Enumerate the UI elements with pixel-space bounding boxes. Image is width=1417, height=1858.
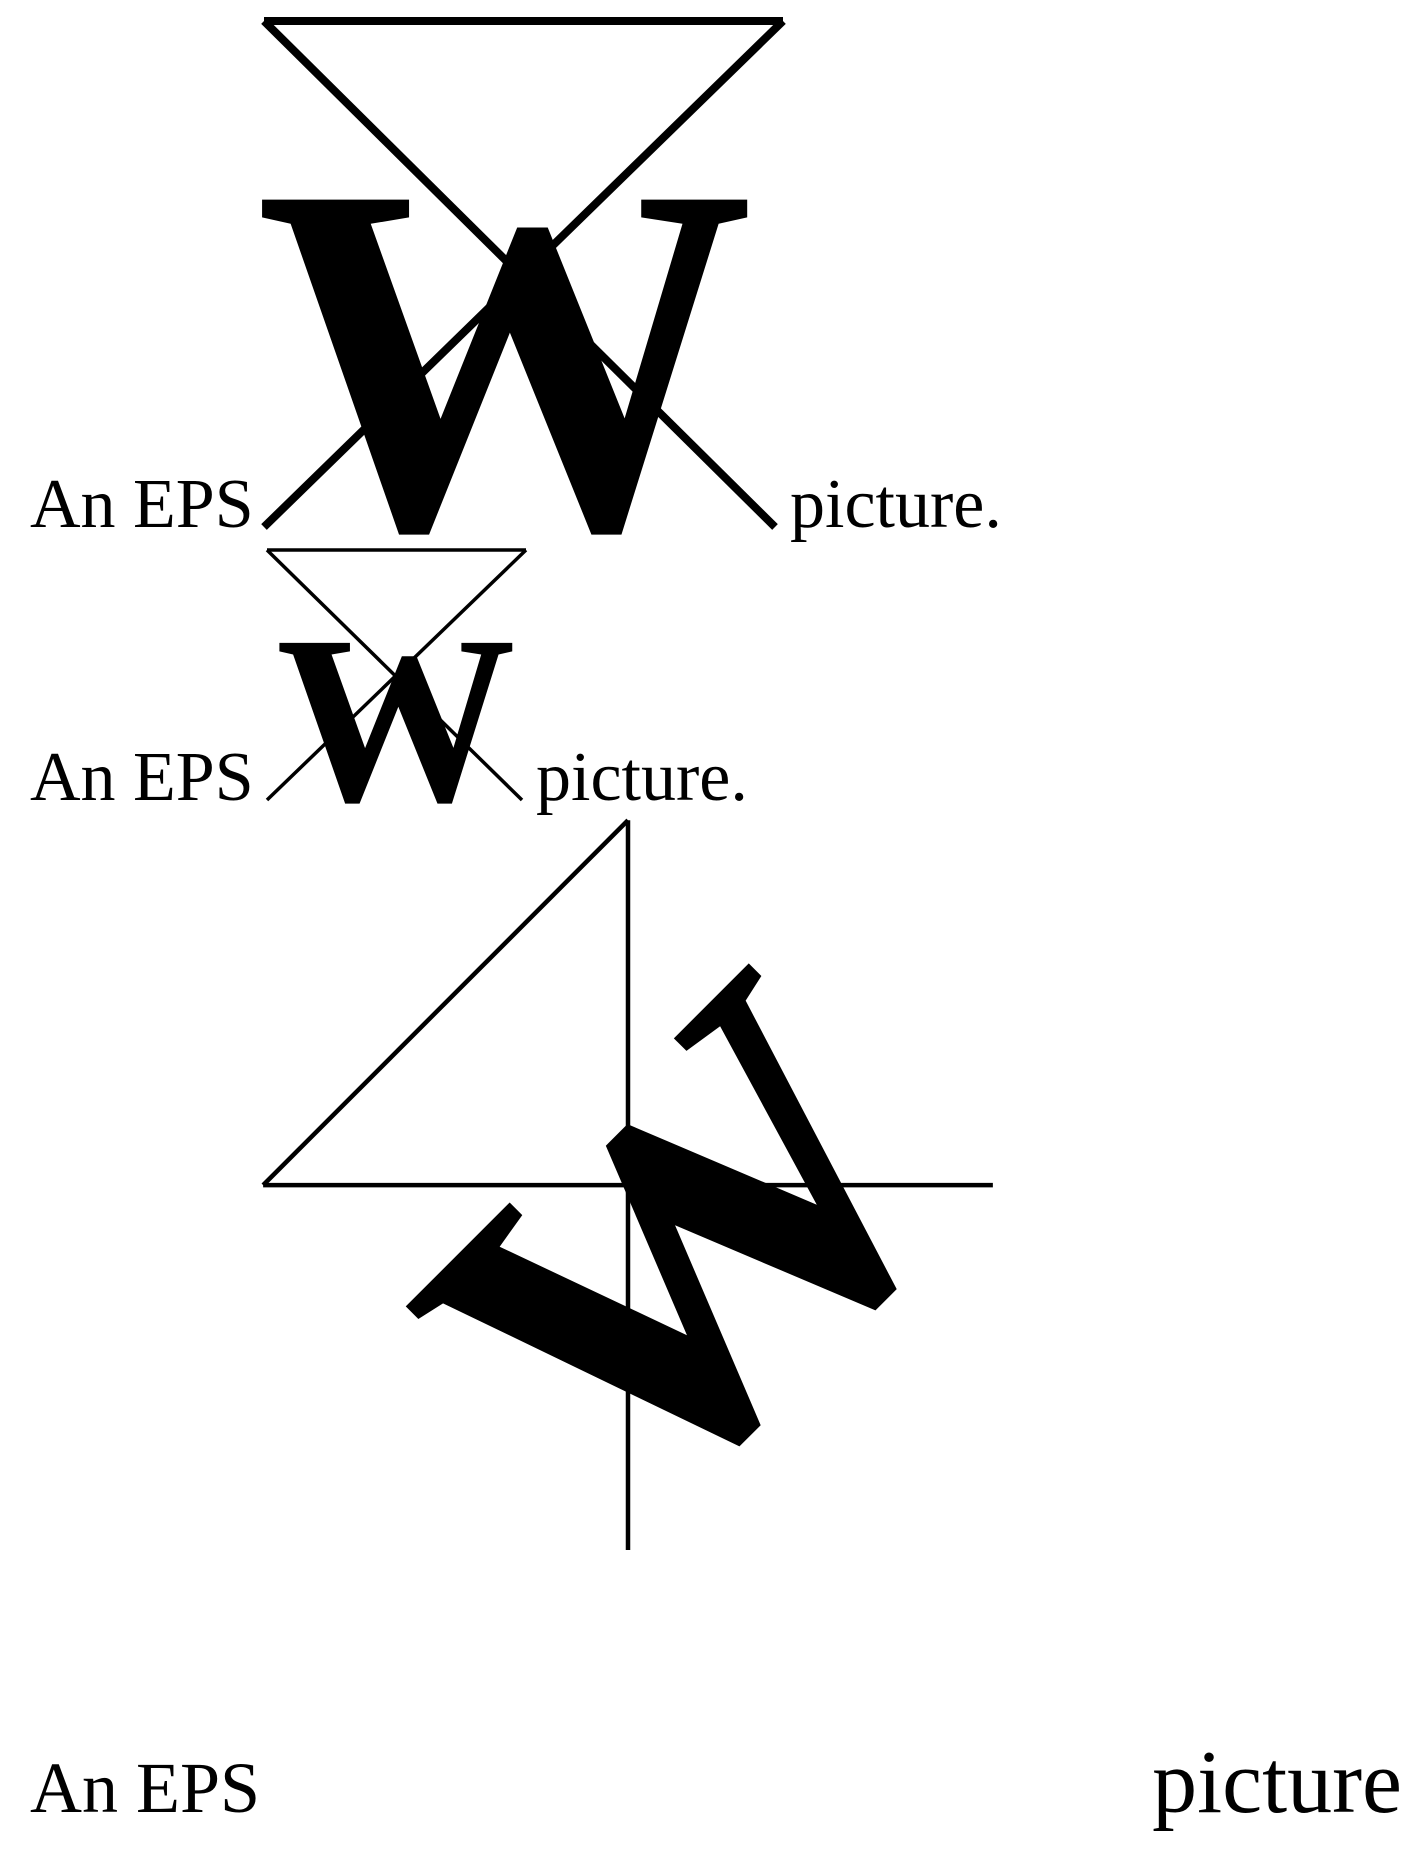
eps-figure-large: W An EPS picture.: [30, 17, 1002, 636]
w-glyph: W: [318, 875, 1063, 1620]
eps-figure-rotated: W An EPS picture: [30, 818, 1402, 1832]
eps-figure-small: W An EPS picture.: [30, 548, 748, 852]
caption-left: An EPS: [30, 466, 254, 543]
diagonal-line-bl-tr: [261, 18, 786, 530]
rotated-picture-group: W: [261, 818, 1063, 1620]
caption-right: picture: [1152, 1733, 1402, 1832]
caption-right: picture.: [790, 466, 1002, 543]
caption-left: An EPS: [30, 739, 254, 816]
caption-right: picture.: [536, 739, 748, 816]
caption-left: An EPS: [30, 1748, 260, 1828]
w-glyph: W: [255, 82, 755, 636]
w-glyph: W: [276, 586, 516, 852]
diagonal-line-bl-tr: [265, 548, 528, 802]
diagonal-line-bl-tr: [625, 820, 631, 1550]
triangle-top-edge: [261, 818, 630, 1187]
